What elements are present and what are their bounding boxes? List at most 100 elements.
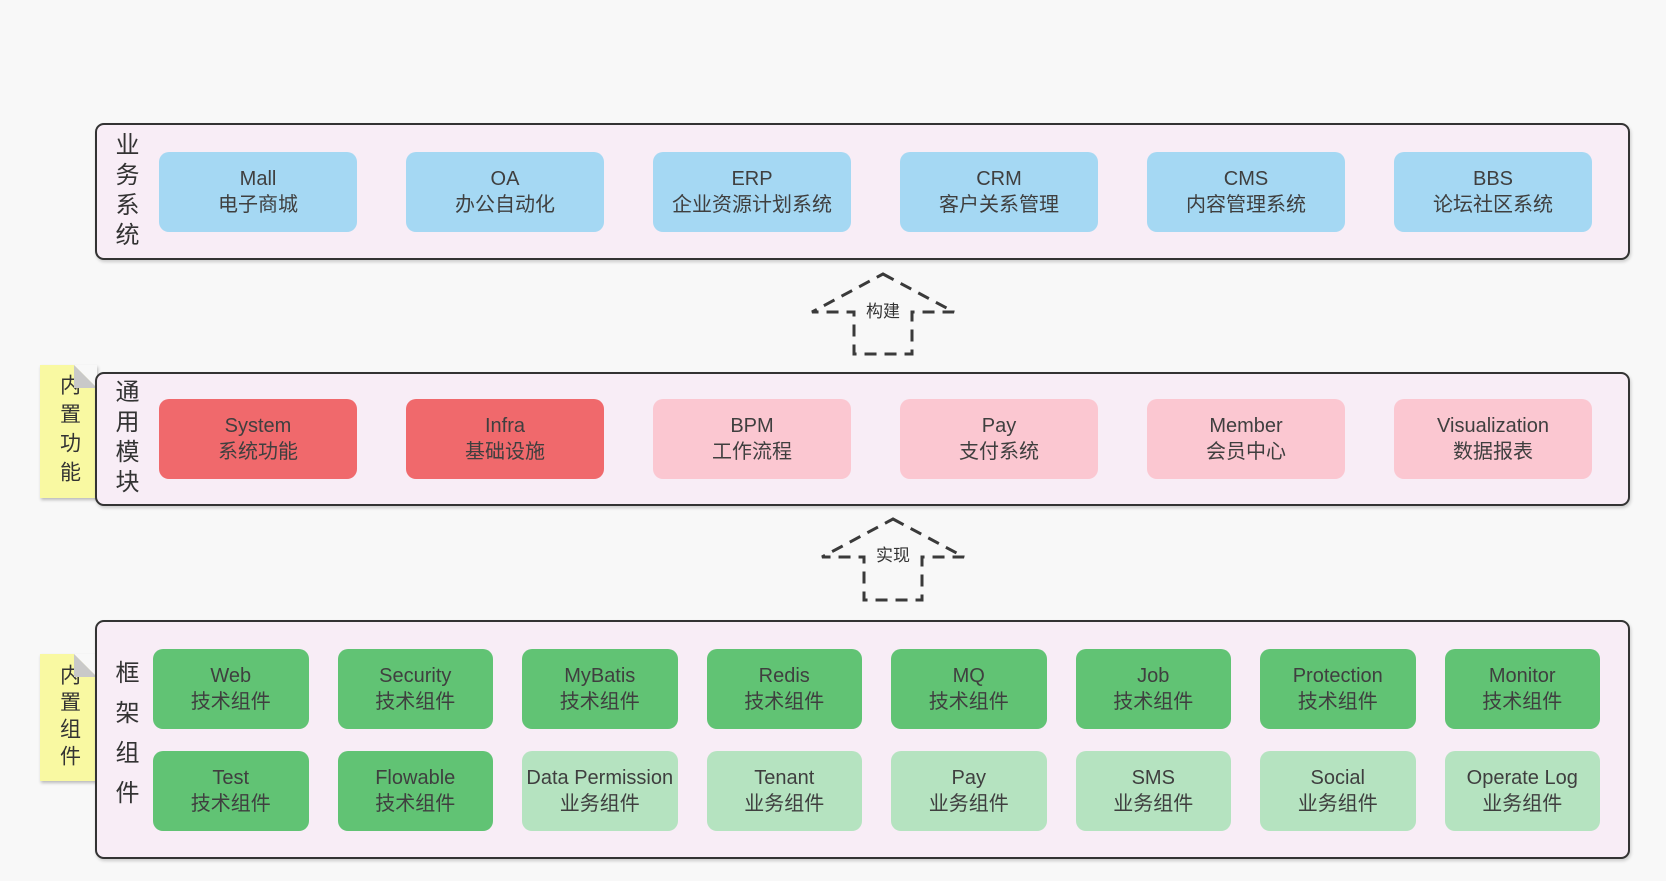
box-pay-component: Pay 业务组件 <box>891 750 1047 831</box>
box-subtitle: 技术组件 <box>375 792 456 815</box>
box-title: OA <box>490 167 520 190</box>
framework-components-grid: Web 技术组件 Security 技术组件 MyBatis 技术组件 Redi… <box>153 648 1600 831</box>
box-title: Protection <box>1292 664 1383 687</box>
box-subtitle: 企业资源计划系统 <box>672 193 832 216</box>
box-bbs: BBS 论坛社区系统 <box>1394 151 1592 232</box>
box-title: Data Permission <box>526 766 674 789</box>
box-subtitle: 技术组件 <box>190 690 271 713</box>
box-title: Pay <box>981 415 1017 437</box>
box-subtitle: 业务组件 <box>1482 792 1563 815</box>
box-oa: OA 办公自动化 <box>406 151 604 232</box>
box-mq: MQ 技术组件 <box>891 648 1047 729</box>
up-arrow-icon <box>811 272 955 356</box>
box-pay-system: Pay 支付系统 <box>900 399 1098 479</box>
sticky-note-label: 内置功能 <box>57 373 81 490</box>
box-cms: CMS 内容管理系统 <box>1147 151 1345 232</box>
box-protection: Protection 技术组件 <box>1260 648 1416 729</box>
common-modules-grid: System 系统功能 Infra 基础设施 BPM 工作流程 Pay 支付系统… <box>159 399 1592 479</box>
band-label: 通用模块 <box>111 379 138 499</box>
box-redis: Redis 技术组件 <box>706 648 862 729</box>
box-title: Flowable <box>375 766 456 789</box>
box-operate-log: Operate Log 业务组件 <box>1444 750 1600 831</box>
box-subtitle: 支付系统 <box>959 441 1039 463</box>
box-tenant: Tenant 业务组件 <box>706 750 862 831</box>
box-subtitle: 会员中心 <box>1206 441 1286 463</box>
box-subtitle: 办公自动化 <box>455 193 555 216</box>
up-arrow-icon <box>821 517 965 602</box>
box-bpm: BPM 工作流程 <box>653 399 851 479</box>
box-test: Test 技术组件 <box>153 750 309 831</box>
box-title: CMS <box>1223 167 1269 190</box>
box-title: Job <box>1137 664 1170 687</box>
box-subtitle: 技术组件 <box>375 690 456 713</box>
box-subtitle: 业务组件 <box>744 792 825 815</box>
box-title: MQ <box>952 664 985 687</box>
box-job: Job 技术组件 <box>1075 648 1231 729</box>
box-title: CRM <box>976 167 1022 190</box>
box-subtitle: 基础设施 <box>465 441 545 463</box>
band-common-modules: 通用模块 System 系统功能 Infra 基础设施 BPM 工作流程 Pay… <box>95 372 1630 506</box>
box-title: Infra <box>484 415 526 437</box>
sticky-note-label: 内置组件 <box>57 663 81 772</box>
box-subtitle: 论坛社区系统 <box>1433 193 1553 216</box>
box-data-permission: Data Permission 业务组件 <box>522 750 678 831</box>
box-subtitle: 技术组件 <box>1297 690 1378 713</box>
box-subtitle: 业务组件 <box>1113 792 1194 815</box>
box-title: BPM <box>730 415 774 437</box>
box-title: ERP <box>731 167 773 190</box>
box-subtitle: 技术组件 <box>190 792 271 815</box>
box-web: Web 技术组件 <box>153 648 309 729</box>
box-mybatis: MyBatis 技术组件 <box>522 648 678 729</box>
box-subtitle: 技术组件 <box>559 690 640 713</box>
box-title: BBS <box>1472 167 1514 190</box>
arrow-label: 构建 <box>862 296 904 323</box>
box-subtitle: 数据报表 <box>1453 441 1533 463</box>
box-visualization: Visualization 数据报表 <box>1394 399 1592 479</box>
box-subtitle: 业务组件 <box>928 792 1009 815</box>
box-subtitle: 业务组件 <box>559 792 640 815</box>
box-subtitle: 工作流程 <box>712 441 792 463</box>
box-title: Monitor <box>1488 664 1556 687</box>
box-subtitle: 技术组件 <box>928 690 1009 713</box>
box-subtitle: 技术组件 <box>1113 690 1194 713</box>
box-title: Pay <box>951 766 986 789</box>
implement-arrow: 实现 <box>818 514 968 604</box>
box-title: MyBatis <box>564 664 636 687</box>
box-social: Social 业务组件 <box>1260 750 1416 831</box>
box-title: Redis <box>758 664 810 687</box>
arrow-label: 实现 <box>872 540 914 567</box>
box-title: Test <box>212 766 250 789</box>
band-label: 业务系统 <box>111 131 138 252</box>
box-subtitle: 内容管理系统 <box>1186 193 1306 216</box>
box-title: Security <box>379 664 452 687</box>
box-subtitle: 客户关系管理 <box>939 193 1059 216</box>
box-title: SMS <box>1131 766 1175 789</box>
build-arrow: 构建 <box>808 270 958 358</box>
box-member: Member 会员中心 <box>1147 399 1345 479</box>
box-title: Tenant <box>754 766 815 789</box>
box-subtitle: 系统功能 <box>218 441 298 463</box>
box-security: Security 技术组件 <box>337 648 493 729</box>
band-label: 框架组件 <box>111 659 138 820</box>
box-erp: ERP 企业资源计划系统 <box>653 151 851 232</box>
box-sms: SMS 业务组件 <box>1075 750 1231 831</box>
box-subtitle: 技术组件 <box>1482 690 1563 713</box>
box-subtitle: 技术组件 <box>744 690 825 713</box>
box-title: Mall <box>239 167 277 190</box>
box-mall: Mall 电子商城 <box>159 151 357 232</box>
box-system: System 系统功能 <box>159 399 357 479</box>
box-flowable: Flowable 技术组件 <box>337 750 493 831</box>
box-crm: CRM 客户关系管理 <box>900 151 1098 232</box>
band-framework-components: 框架组件 Web 技术组件 Security 技术组件 MyBatis 技术组件… <box>95 620 1630 859</box>
band-business-systems: 业务系统 Mall 电子商城 OA 办公自动化 ERP 企业资源计划系统 CRM… <box>95 123 1630 260</box>
box-title: Social <box>1310 766 1365 789</box>
box-title: Visualization <box>1437 415 1549 437</box>
box-title: Operate Log <box>1466 766 1578 789</box>
business-systems-grid: Mall 电子商城 OA 办公自动化 ERP 企业资源计划系统 CRM 客户关系… <box>159 151 1592 232</box>
sticky-note-built-in-functions: 内置功能 <box>40 365 97 498</box>
sticky-note-built-in-components: 内置组件 <box>40 654 97 781</box>
box-title: Member <box>1209 415 1283 437</box>
box-infra: Infra 基础设施 <box>406 399 604 479</box>
box-subtitle: 业务组件 <box>1297 792 1378 815</box>
box-title: Web <box>210 664 252 687</box>
